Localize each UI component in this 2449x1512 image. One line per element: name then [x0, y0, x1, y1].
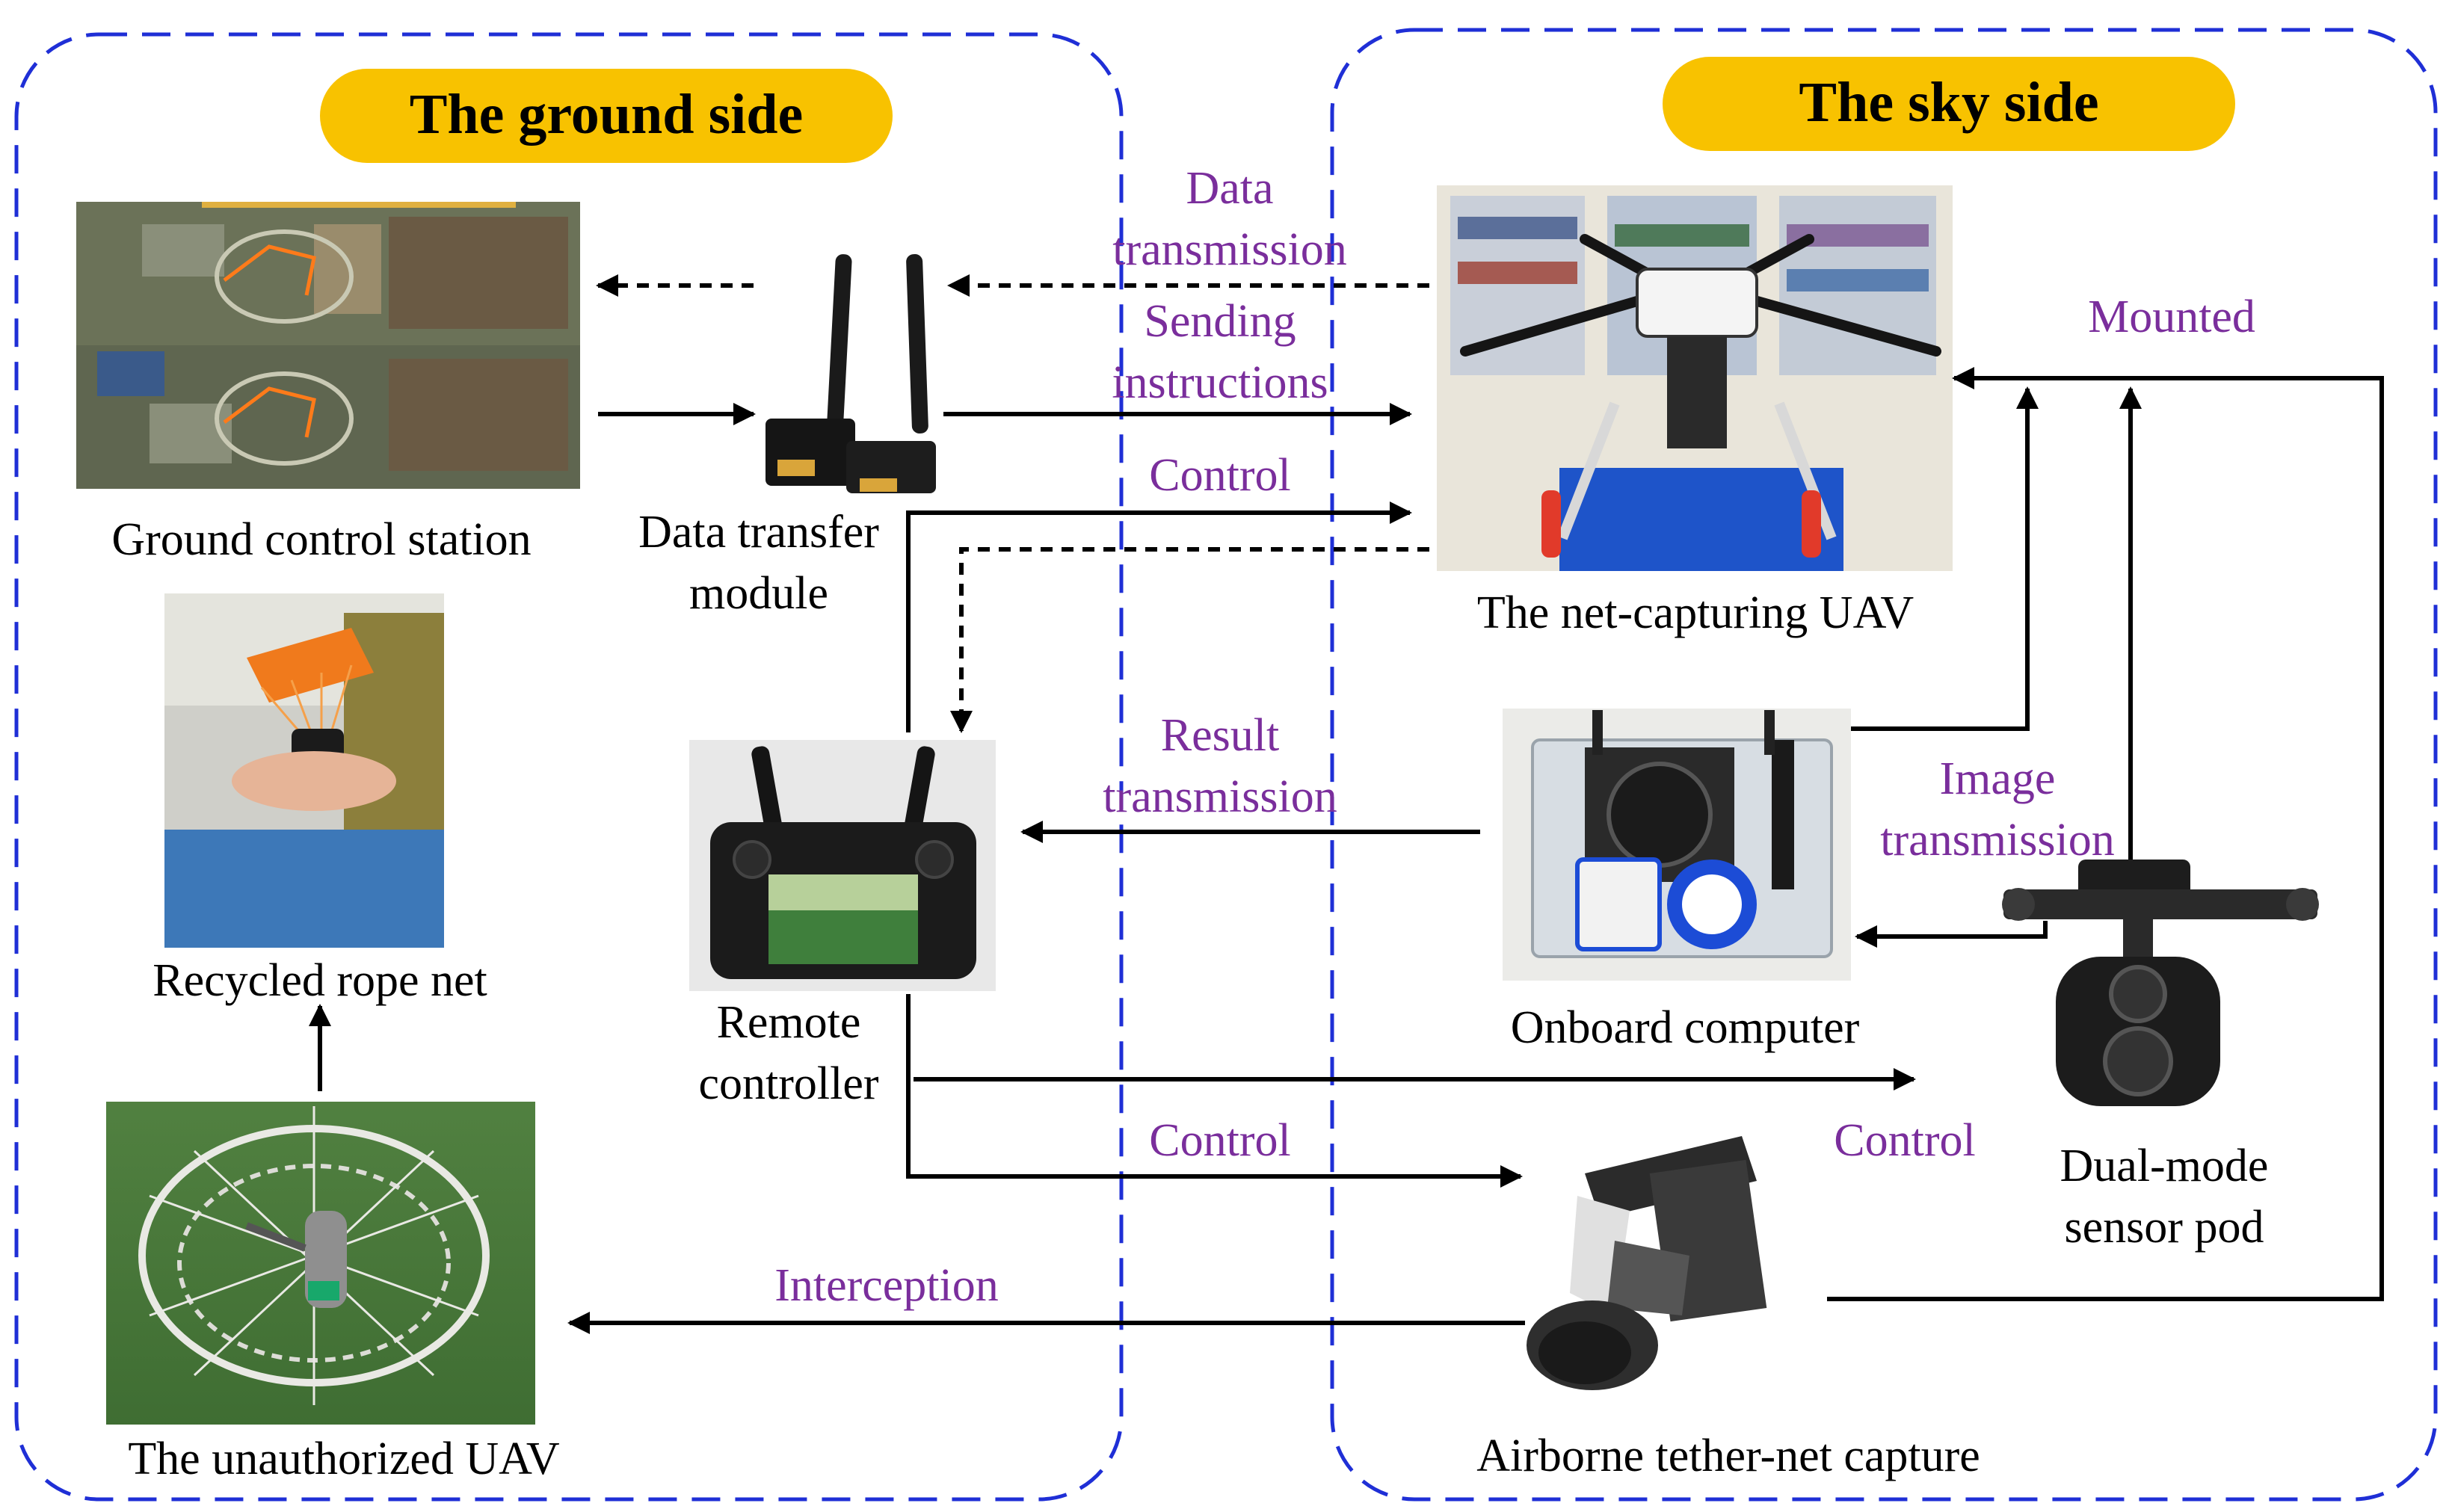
data-transfer-module-caption-line2: module: [689, 568, 828, 619]
uav-feedback-arrow: [950, 547, 1429, 733]
unauthorized-uav-image: [106, 1102, 535, 1425]
flow-labels: Data transmission Sending instructions C…: [774, 163, 2255, 1311]
result-transmission-label-line1: Result: [1161, 710, 1279, 761]
mounted-tether-arrow: [1827, 367, 2384, 1301]
ground-control-station-caption: Ground control station: [111, 514, 531, 565]
control-uav-arrow: [906, 502, 1412, 732]
airborne-tether-net-capture-caption: Airborne tether-net capture: [1476, 1431, 1980, 1481]
data-transmission-label-line2: transmission: [1112, 224, 1346, 275]
sending-instructions-label-line2: instructions: [1112, 357, 1328, 408]
sky-side-title: The sky side: [1799, 71, 2098, 134]
control-tether-label: Control: [1149, 1115, 1290, 1166]
dual-mode-sensor-pod-image: [2002, 860, 2319, 1106]
remote-controller-image: [689, 740, 996, 991]
control-tether-arrow: [906, 994, 1523, 1188]
image-transmission-label-line1: Image: [1940, 753, 2056, 804]
data-transfer-module-caption-line1: Data transfer: [638, 507, 879, 558]
mounted-computer-arrow: [1851, 386, 2039, 731]
ground-control-station-image: [76, 202, 580, 489]
image-transmission-label-line2: transmission: [1880, 815, 2114, 865]
sky-side-region: [1330, 28, 2438, 1502]
ground-side-title: The ground side: [410, 83, 804, 146]
mounted-label: Mounted: [2088, 291, 2255, 342]
onboard-computer-image: [1503, 709, 1851, 981]
data-transmission-label-line1: Data: [1186, 163, 1273, 214]
unauthorized-uav-caption: The unauthorized UAV: [128, 1434, 560, 1484]
control-uav-label: Control: [1149, 450, 1290, 501]
dual-mode-sensor-pod-caption-line1: Dual-mode: [2060, 1141, 2269, 1191]
sending-instructions-label-line1: Sending: [1144, 296, 1296, 347]
control-pod-label: Control: [1834, 1115, 1975, 1166]
dual-mode-sensor-pod-caption-line2: sensor pod: [2065, 1202, 2264, 1253]
sky-side-header: The sky side: [1663, 57, 2235, 151]
airborne-tether-net-capture-image: [1527, 1136, 1767, 1390]
net-capturing-uav-image: [1437, 185, 1953, 571]
net-capturing-uav-caption: The net-capturing UAV: [1477, 587, 1914, 638]
remote-controller-caption-line1: Remote: [717, 997, 861, 1048]
recycled-rope-net-caption: Recycled rope net: [153, 955, 487, 1006]
remote-controller-caption-line2: controller: [698, 1058, 878, 1109]
recycled-rope-net-image: [164, 593, 444, 948]
onboard-computer-caption: Onboard computer: [1511, 1002, 1860, 1053]
flow-arrows: [309, 274, 2384, 1334]
data-transfer-module-image: [765, 254, 936, 493]
ground-side-region: [14, 32, 1124, 1502]
image-transmission-arrow: [1855, 921, 2048, 948]
interception-label: Interception: [774, 1260, 999, 1311]
result-transmission-label-line2: transmission: [1103, 771, 1337, 822]
ground-side-header: The ground side: [320, 69, 893, 163]
